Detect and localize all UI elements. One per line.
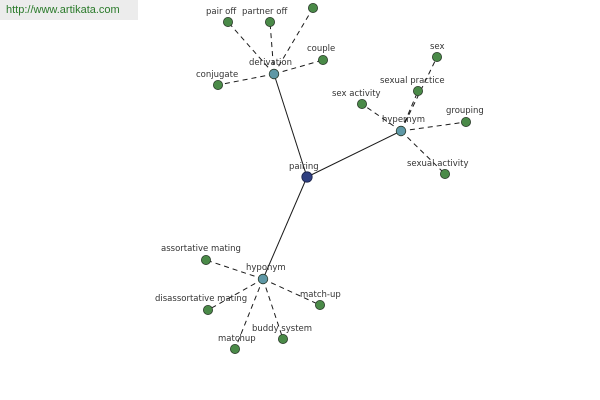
edge-hyponym-match-up bbox=[262, 278, 321, 306]
graph-edges bbox=[205, 7, 467, 350]
node-sex-activity[interactable] bbox=[356, 99, 367, 110]
label-matchup: matchup bbox=[218, 334, 256, 344]
label-sexual-practice: sexual practice bbox=[380, 76, 445, 86]
edge-derivation-conjugate bbox=[217, 73, 275, 86]
edge-hyponym-buddy-system bbox=[262, 278, 284, 340]
label-sex: sex bbox=[430, 42, 445, 52]
edge-hypernym-sexual-activity bbox=[400, 130, 446, 175]
watermark-url: http://www.artikata.com bbox=[0, 0, 138, 20]
node-couple[interactable] bbox=[317, 55, 328, 66]
edge-pairing-hyponym bbox=[262, 176, 308, 280]
edge-hypernym-sex-activity bbox=[361, 103, 402, 132]
edge-hypernym-sexual-practice bbox=[400, 90, 419, 132]
node-hyponym[interactable] bbox=[257, 273, 269, 285]
label-sex-activity: sex activity bbox=[332, 89, 381, 99]
node-sexual-practice[interactable] bbox=[412, 86, 423, 97]
edge-derivation-unlabeled bbox=[273, 7, 314, 75]
label-match-up: match-up bbox=[300, 290, 341, 300]
node-matchup[interactable] bbox=[229, 343, 240, 354]
edge-hypernym-sex bbox=[400, 56, 438, 132]
edge-hypernym-grouping bbox=[400, 121, 467, 132]
node-conjugate[interactable] bbox=[212, 80, 223, 91]
label-derivation: derivation bbox=[249, 58, 292, 68]
graph-labels: pair off partner off couple conjugate sex sex… bbox=[155, 7, 484, 344]
node-partner-off[interactable] bbox=[264, 16, 275, 27]
label-assortative-mating: assortative mating bbox=[161, 244, 241, 254]
node-pair-off[interactable] bbox=[222, 16, 233, 27]
node-assortative-mating[interactable] bbox=[200, 254, 211, 265]
node-buddy-system[interactable] bbox=[277, 333, 288, 344]
node-grouping[interactable] bbox=[460, 117, 471, 128]
edge-pairing-hypernym bbox=[306, 130, 402, 178]
edge-hyponym-assortative-mating bbox=[205, 259, 264, 280]
node-derivation[interactable] bbox=[268, 68, 280, 80]
node-hypernym[interactable] bbox=[395, 125, 407, 137]
node-pairing[interactable] bbox=[301, 171, 313, 183]
edge-pairing-derivation bbox=[273, 73, 308, 178]
label-couple: couple bbox=[307, 44, 335, 54]
node-match-up[interactable] bbox=[314, 299, 325, 310]
label-grouping: grouping bbox=[446, 106, 484, 116]
label-disassortative-mating: disassortative mating bbox=[155, 294, 247, 304]
graph-nodes bbox=[200, 3, 471, 354]
label-pair-off: pair off bbox=[206, 7, 237, 17]
node-unlabeled[interactable] bbox=[307, 3, 318, 13]
label-hypernym: hypernym bbox=[382, 115, 425, 125]
node-sex[interactable] bbox=[431, 52, 442, 63]
node-sexual-activity[interactable] bbox=[439, 168, 450, 179]
label-buddy-system: buddy system bbox=[252, 324, 312, 334]
label-partner-off: partner off bbox=[242, 7, 288, 17]
edge-hyponym-matchup bbox=[234, 278, 264, 350]
label-hyponym: hyponym bbox=[246, 263, 286, 273]
node-disassortative-mating[interactable] bbox=[202, 304, 213, 315]
label-pairing: pairing bbox=[289, 162, 319, 172]
label-sexual-activity: sexual activity bbox=[407, 159, 469, 169]
edge-hyponym-disassortative-mating bbox=[207, 278, 264, 311]
edge-derivation-pair-off bbox=[227, 21, 275, 75]
label-conjugate: conjugate bbox=[196, 70, 238, 80]
